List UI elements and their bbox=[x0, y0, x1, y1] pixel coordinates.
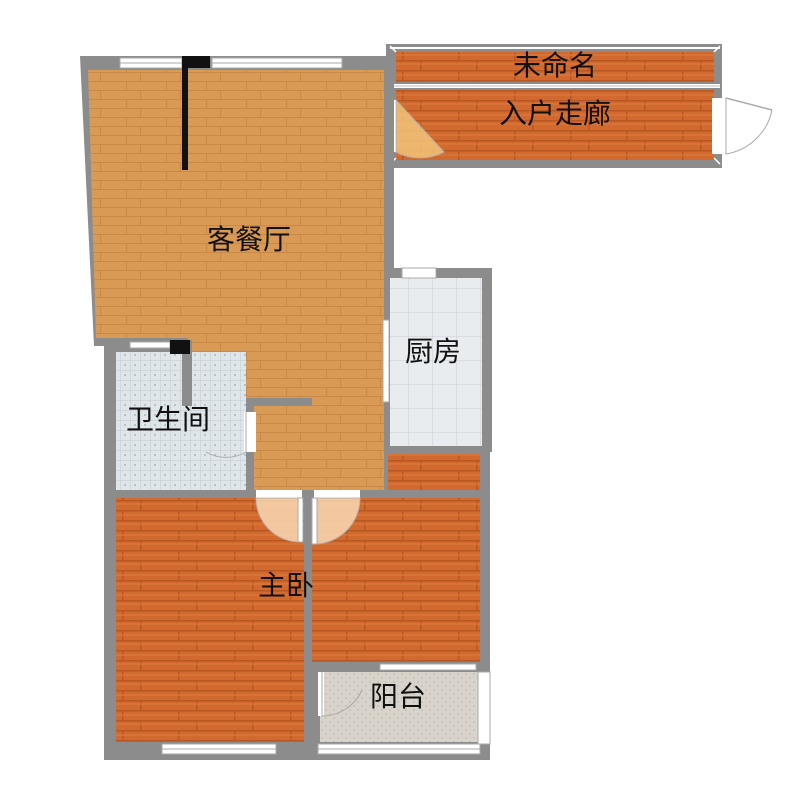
bedroom-right-door-leaf bbox=[311, 497, 318, 545]
balcony-door-icon bbox=[321, 672, 363, 717]
bedroom-right-door-icon bbox=[313, 497, 361, 545]
bedroom-left-door-icon bbox=[255, 497, 301, 543]
master-bedroom-floor-left bbox=[116, 498, 304, 742]
balcony-door-opening bbox=[318, 672, 324, 716]
living-dining-floor bbox=[88, 70, 384, 490]
window-balcony-top bbox=[379, 663, 477, 671]
room-labels: 未命名 入户走廊 客餐厅 厨房 卫生间 主卧 阳台 bbox=[126, 49, 611, 713]
label-living-dining: 客餐厅 bbox=[207, 223, 291, 256]
bathroom-floor bbox=[116, 352, 246, 490]
corridor-end-ticks bbox=[389, 45, 721, 165]
column-top bbox=[182, 56, 210, 68]
bath-door-opening bbox=[244, 412, 256, 452]
doors bbox=[205, 412, 363, 717]
window-kitchen bbox=[401, 267, 437, 279]
entry-door-opening bbox=[712, 98, 726, 154]
entry-door-icon bbox=[725, 98, 773, 155]
label-unnamed: 未命名 bbox=[513, 49, 597, 82]
kitchen-floor bbox=[390, 278, 482, 446]
label-master-bedroom: 主卧 bbox=[258, 569, 314, 602]
label-kitchen: 厨房 bbox=[405, 335, 461, 368]
column-bath bbox=[170, 340, 190, 354]
wall-bedroom-divider bbox=[304, 494, 312, 744]
corridor-floor bbox=[396, 90, 714, 160]
bedroom-right-door-opening bbox=[314, 490, 360, 498]
corridor-left-door-icon bbox=[395, 98, 445, 159]
columns bbox=[170, 56, 210, 354]
kitchen-sliding-door bbox=[382, 319, 390, 403]
windows bbox=[119, 57, 491, 755]
bedroom-left-door-leaf bbox=[297, 497, 304, 543]
entry-door-leaf bbox=[725, 97, 773, 111]
window-bath bbox=[129, 341, 171, 349]
floors bbox=[88, 70, 482, 742]
bath-door-swing-icon bbox=[205, 412, 247, 458]
balcony-floor bbox=[320, 672, 478, 742]
label-entry-corridor: 入户走廊 bbox=[499, 97, 611, 130]
unnamed-room-floor bbox=[396, 52, 714, 82]
column-partition bbox=[182, 66, 188, 170]
wall-kitchen-bottom bbox=[384, 446, 490, 454]
window-balcony-right bbox=[477, 671, 491, 745]
label-bathroom: 卫生间 bbox=[126, 403, 210, 436]
label-balcony: 阳台 bbox=[370, 680, 426, 713]
wall-bath-right-upper bbox=[182, 340, 192, 406]
bedroom-left-door-opening bbox=[256, 490, 302, 498]
